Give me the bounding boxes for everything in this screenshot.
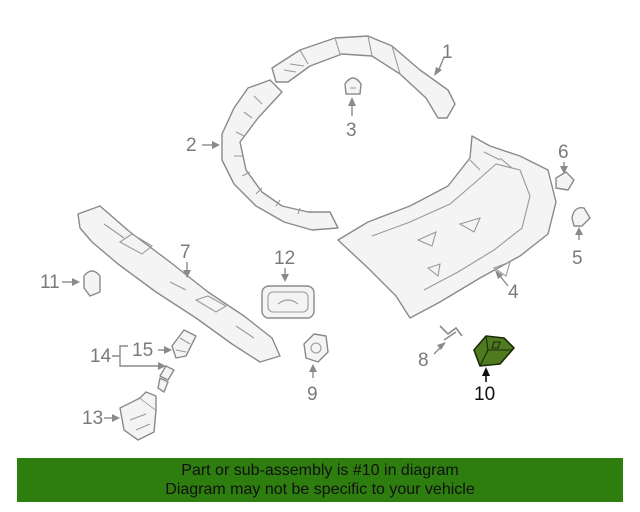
- part-6-clip: [555, 171, 575, 191]
- callout-8: 8: [418, 350, 429, 371]
- part-11-clip: [83, 270, 101, 297]
- callout-1: 1: [442, 42, 453, 63]
- banner-line-1: Part or sub-assembly is #10 in diagram: [181, 462, 459, 479]
- callout-3: 3: [346, 120, 357, 141]
- leader-11: [62, 278, 80, 286]
- part-14-pin: [157, 365, 175, 393]
- leader-9: [309, 364, 317, 378]
- callout-10: 10: [474, 384, 495, 405]
- leader-6: [560, 162, 568, 174]
- callout-9: 9: [307, 384, 318, 405]
- callout-4: 4: [508, 282, 519, 303]
- callout-11: 11: [40, 272, 60, 293]
- part-13-bracket: [119, 391, 157, 441]
- part-2-frame: [221, 79, 339, 231]
- part-7-lower-trim: [77, 205, 281, 363]
- part-10-highlighted: [473, 335, 515, 367]
- part-12-pad: [261, 285, 315, 319]
- part-15-actuator: [171, 329, 197, 359]
- callout-15: 15: [132, 340, 153, 361]
- part-4-liftgate-panel: [337, 135, 557, 319]
- callout-6: 6: [558, 142, 569, 163]
- part-8-bracket: [439, 325, 463, 341]
- part-9-grommet: [303, 333, 329, 363]
- leader-2: [202, 141, 220, 149]
- callout-7: 7: [180, 242, 191, 263]
- part-3-clip: [344, 77, 362, 95]
- leader-15: [158, 346, 172, 354]
- parts-diagram-svg: 1 3 2 4 6: [40, 35, 591, 441]
- callout-13: 13: [82, 408, 103, 429]
- callout-14: 14: [90, 346, 112, 367]
- callout-5: 5: [572, 248, 583, 269]
- part-5-bumper: [571, 207, 591, 227]
- leader-10: [482, 367, 490, 382]
- leader-1: [434, 56, 445, 76]
- leader-4: [495, 270, 509, 287]
- leader-14: [112, 345, 166, 370]
- leader-13: [104, 414, 120, 422]
- leader-8: [433, 342, 446, 355]
- leader-3: [348, 97, 356, 116]
- parts-diagram: 1 3 2 4 6: [40, 35, 591, 441]
- leader-5: [575, 227, 583, 240]
- leader-12: [281, 268, 289, 282]
- part-1-upper-trim: [271, 35, 456, 119]
- callout-2: 2: [186, 135, 197, 156]
- leader-7: [183, 262, 191, 278]
- info-banner: Part or sub-assembly is #10 in diagram D…: [17, 458, 623, 502]
- callout-12: 12: [274, 248, 295, 269]
- banner-line-2: Diagram may not be specific to your vehi…: [165, 481, 475, 498]
